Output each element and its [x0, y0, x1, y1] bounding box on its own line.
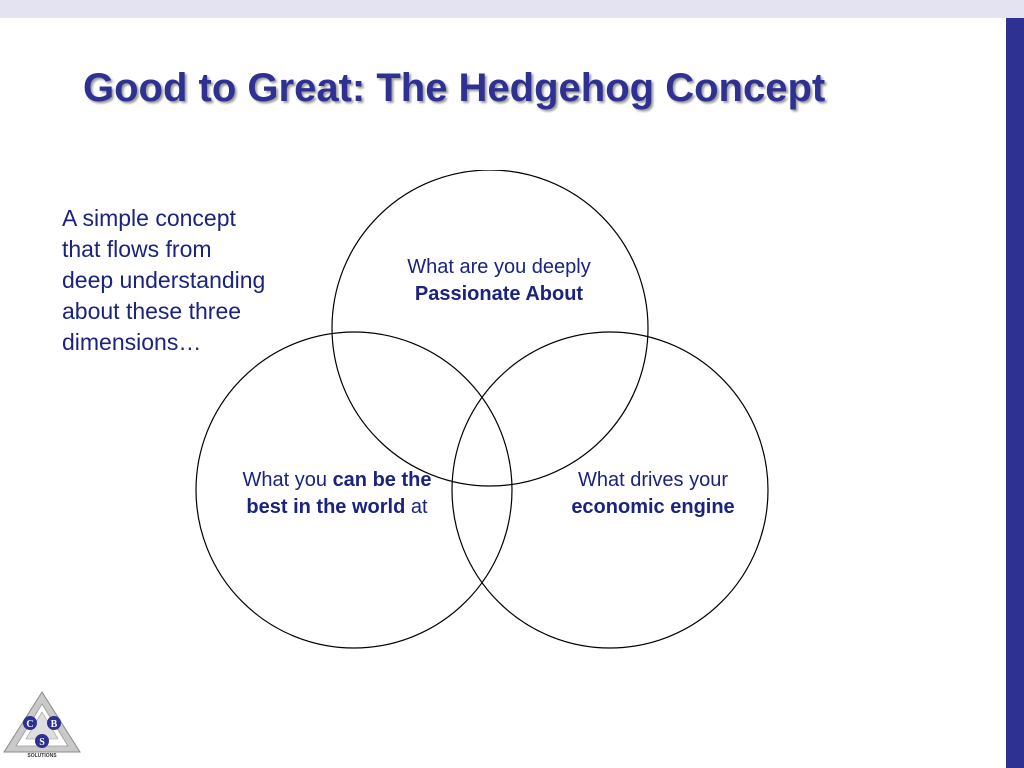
intro-text: A simple concept that flows from deep un…: [62, 203, 302, 358]
venn-label-emphasis: can be the: [332, 469, 432, 491]
venn-label-text: What you: [242, 469, 333, 491]
intro-line: deep understanding: [62, 267, 266, 293]
logo-letter-s: S: [39, 737, 45, 748]
logo-letter-b: B: [51, 719, 58, 730]
slide-title: Good to Great: The Hedgehog Concept: [83, 66, 826, 110]
venn-circle-passion: [331, 170, 649, 487]
venn-label-line: What drives your: [577, 469, 729, 491]
top-band: [0, 0, 1024, 18]
venn-diagram: [195, 170, 769, 649]
intro-line: that flows from: [62, 236, 212, 262]
venn-label-line: What are you deeply: [407, 256, 591, 278]
venn-circle-best-in-world: [195, 331, 513, 649]
intro-line: A simple concept: [62, 205, 236, 231]
logo-caption: SOLUTIONS: [27, 753, 57, 759]
right-accent-bar: [1006, 18, 1024, 768]
venn-label-economic-engine: What drives your economic engine: [552, 467, 754, 521]
intro-line: about these three: [62, 298, 242, 324]
cbs-logo: C B S SOLUTIONS: [3, 691, 81, 759]
venn-label-text: at: [405, 496, 428, 518]
venn-label-emphasis: economic engine: [571, 496, 735, 518]
logo-letter-c: C: [26, 719, 33, 730]
venn-label-emphasis: best in the world: [246, 496, 406, 518]
venn-circle-economic-engine: [451, 331, 769, 649]
intro-line: dimensions…: [62, 329, 202, 355]
venn-label-passion: What are you deeply Passionate About: [389, 254, 609, 308]
venn-label-emphasis: Passionate About: [414, 283, 584, 305]
venn-label-best-in-world: What you can be the best in the world at: [222, 467, 452, 521]
